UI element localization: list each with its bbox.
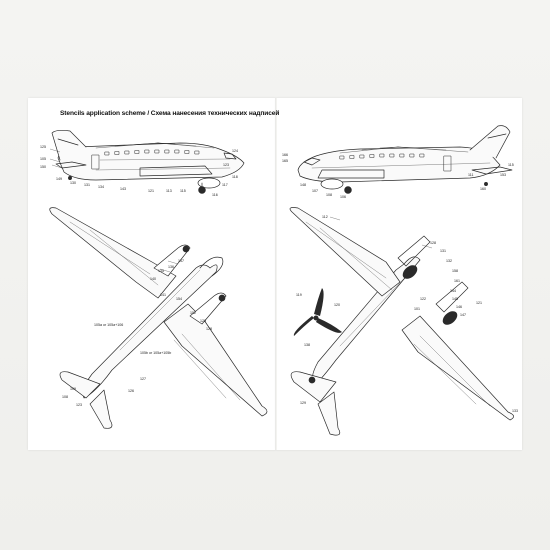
callout-label-top-left: 137 [178, 259, 184, 263]
callout-label-bottom-right: 146 [456, 305, 462, 309]
callout-label-side-left: 150 [40, 165, 46, 169]
callout-label-side-left: 131 [84, 183, 90, 187]
callout-label-side-left: 149 [56, 177, 62, 181]
callout-label-top-left: 136 [168, 265, 174, 269]
callout-label-side-right: 160 [480, 187, 486, 191]
callout-label-top-left: 128 [206, 327, 212, 331]
side-view-right [297, 125, 513, 194]
leader-line [421, 244, 433, 249]
callout-label-bottom-right: 161 [454, 279, 460, 283]
leader-line [49, 148, 61, 153]
callout-label-top-left: 126 [128, 389, 134, 393]
callout-label-top-left: 123 [76, 403, 82, 407]
callout-label-top-left: 135 [158, 269, 164, 273]
callout-label-bottom-right: 158 [452, 269, 458, 273]
callout-label-bottom-right: 131 [440, 249, 446, 253]
side-view-left: 123 [51, 129, 245, 194]
callout-label-bottom-right: 112 [322, 215, 328, 219]
callout-label-bottom-right: 128 [430, 241, 436, 245]
callout-label-bottom-right: 132 [446, 259, 452, 263]
bottom-view-right [289, 207, 514, 436]
callout-label-bottom-right: 121 [476, 301, 482, 305]
callout-note: 105b or 105a+105b [140, 351, 171, 355]
callout-labels: 125 105 150 149 130 131 134 143 121 113 115 116 117 1… [40, 145, 518, 413]
leader-line [51, 164, 63, 169]
callout-label-side-left: 125 [40, 145, 46, 149]
callout-label-top-left: 152 [190, 311, 196, 315]
callout-label-side-right: 107 [312, 189, 318, 193]
leader-line [159, 268, 171, 273]
callout-label-side-left: 124 [232, 149, 238, 153]
callout-label-side-right: 153 [500, 173, 506, 177]
top-view-left [49, 207, 268, 429]
callout-label-bottom-right: 129 [300, 401, 306, 405]
callout-label-propeller: 138 [304, 343, 310, 347]
callout-label-side-left: 117 [222, 183, 228, 187]
callout-label-side-right: 111 [468, 173, 473, 177]
callout-label-side-left: 143 [120, 187, 126, 191]
callout-label-side-left: 115 [180, 189, 186, 193]
leader-line [329, 216, 341, 221]
leader-line [167, 260, 179, 265]
callout-label-side-left: 116 [212, 193, 218, 197]
callout-label-top-left: 108 [62, 395, 68, 399]
page-fold [275, 98, 277, 450]
callout-label-side-left: 121 [148, 189, 154, 193]
callout-label-bottom-right: 145 [452, 297, 458, 301]
scheme-heading: Stencils application scheme / Схема нане… [60, 110, 280, 117]
callout-label-top-left: 127 [140, 377, 146, 381]
callout-label-bottom-right: 144 [450, 289, 456, 293]
callout-note: 105a or 105a+106 [94, 323, 123, 327]
callout-label-bottom-right: 133 [512, 409, 518, 413]
callout-label-side-left: 134 [98, 185, 104, 189]
callout-label-propeller: 119 [296, 293, 302, 297]
callout-label-top-left: 141 [160, 293, 166, 297]
callout-label-top-left: 140 [150, 277, 156, 281]
callout-label-top-left: 154 [176, 297, 182, 301]
callout-label-side-right: 115 [508, 163, 514, 167]
callout-label-bottom-right: 147 [460, 313, 466, 317]
propeller-drawing [293, 288, 342, 336]
callout-label-top-left: 109 [70, 387, 76, 391]
callout-label-side-left: 113 [166, 189, 172, 193]
callout-label-bottom-right: 122 [420, 297, 426, 301]
callout-label-side-right: 106 [340, 195, 346, 199]
callout-label-side-right: 148 [300, 183, 306, 187]
callout-label-side-left: 105 [40, 157, 46, 161]
callout-label-propeller: 120 [334, 303, 340, 307]
callout-label-side-right: 108 [326, 193, 332, 197]
callout-label-side-right: 166 [282, 153, 288, 157]
callout-label-side-left: 118 [232, 175, 238, 179]
callout-label-side-left: 130 [70, 181, 76, 185]
leader-line [49, 158, 61, 163]
svg-text:123: 123 [223, 163, 229, 167]
callout-label-side-right: 165 [282, 159, 288, 163]
callout-label-bottom-right: 101 [414, 307, 420, 311]
callout-label-top-left: 129 [200, 319, 206, 323]
